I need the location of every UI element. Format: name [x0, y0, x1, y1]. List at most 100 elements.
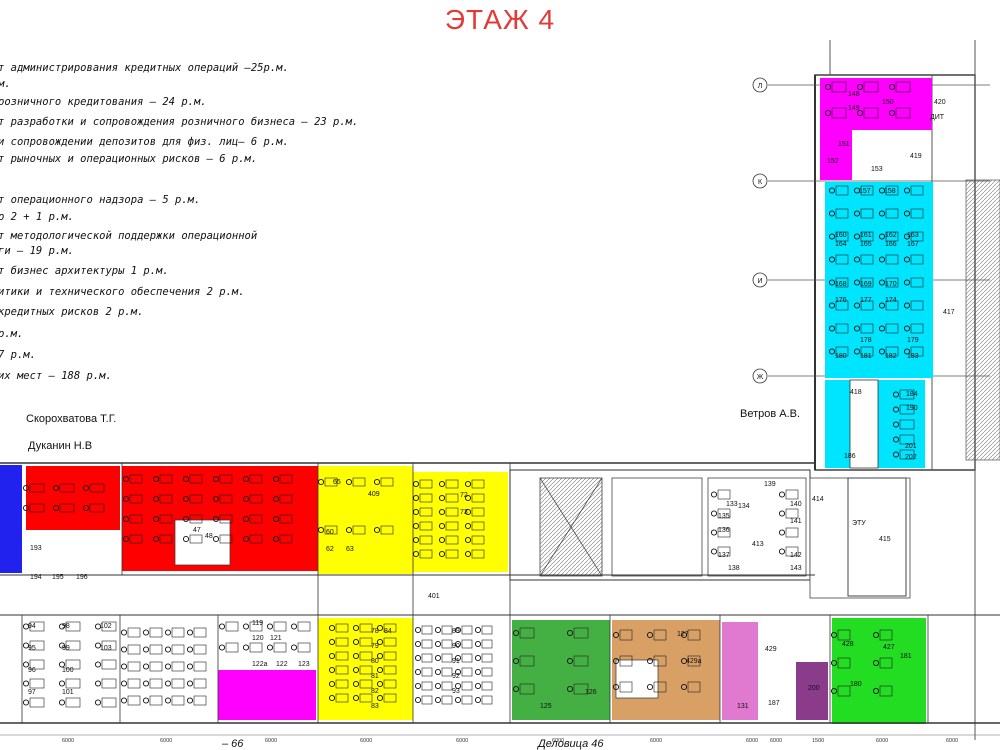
room-429a — [662, 620, 720, 720]
chair — [120, 697, 128, 704]
chair — [352, 666, 360, 674]
desk — [249, 474, 263, 484]
chair — [120, 629, 128, 636]
chair — [142, 663, 150, 670]
desk — [910, 231, 924, 242]
chair — [464, 522, 472, 530]
desk — [899, 404, 915, 415]
desk-label: 103 — [100, 645, 112, 652]
desk-label: 161 — [860, 232, 872, 239]
chair — [58, 623, 66, 630]
desk — [879, 629, 893, 641]
chair — [903, 256, 911, 263]
chair — [512, 685, 520, 693]
chair — [94, 623, 102, 630]
desk-label: 131 — [737, 703, 749, 710]
chair — [872, 659, 880, 667]
stair-shaft — [965, 179, 1000, 461]
chair — [474, 654, 482, 662]
desk — [619, 655, 633, 667]
room-yellow-south — [318, 618, 413, 720]
desk — [219, 534, 233, 544]
desk — [895, 81, 911, 93]
desk-label: 167 — [907, 241, 919, 248]
desk — [519, 655, 535, 667]
desk — [59, 483, 75, 493]
chair — [22, 623, 30, 630]
desk — [149, 644, 163, 655]
desk-label: 178 — [860, 337, 872, 344]
desk — [653, 629, 667, 641]
desk — [279, 494, 293, 504]
chair — [830, 659, 838, 667]
desk — [149, 661, 163, 672]
chair — [52, 504, 60, 512]
desk-label: 102 — [100, 623, 112, 630]
chair — [828, 348, 836, 355]
desk-label: 148 — [848, 91, 860, 98]
chair — [414, 696, 422, 704]
chair — [242, 495, 250, 503]
chair — [438, 522, 446, 530]
chair — [878, 256, 886, 263]
east-offices: 420 ДИТ 419 417 418 — [820, 78, 955, 469]
chair — [710, 510, 718, 517]
desk — [249, 621, 263, 632]
chair — [903, 187, 911, 194]
room-magenta-small — [820, 128, 852, 180]
chair — [434, 682, 442, 690]
east-wing — [814, 40, 1000, 740]
room-label-417: 417 — [943, 309, 955, 316]
chair — [317, 478, 325, 486]
chair — [646, 657, 654, 665]
desk-label: 164 — [835, 241, 847, 248]
desk-label: 121 — [270, 635, 282, 642]
chair — [290, 623, 298, 630]
chair — [412, 536, 420, 544]
room-label-418: 418 — [850, 389, 862, 396]
desk — [885, 300, 899, 311]
chair — [120, 680, 128, 687]
chair — [164, 680, 172, 687]
desk — [225, 621, 239, 632]
desk — [189, 494, 203, 504]
desk-label: 79 — [371, 643, 379, 650]
chair — [892, 436, 900, 443]
desk — [419, 493, 433, 503]
room-red-small — [26, 466, 120, 530]
desk — [273, 621, 287, 632]
desk-label: 47 — [193, 527, 201, 534]
desk-label: 182 — [885, 353, 897, 360]
desk — [65, 659, 81, 670]
room-magenta-south — [218, 670, 316, 720]
chair — [186, 680, 194, 687]
chair — [892, 406, 900, 413]
chair — [164, 646, 172, 653]
chair — [566, 657, 574, 665]
desk — [171, 644, 185, 655]
desk — [383, 665, 397, 675]
dim-label: 6000 — [876, 738, 888, 744]
desk — [441, 667, 453, 677]
desk — [835, 323, 849, 334]
desk — [421, 625, 433, 635]
desk — [419, 549, 433, 559]
room-label-413: 413 — [752, 541, 764, 548]
desk-label: 142 — [790, 552, 802, 559]
desk — [860, 185, 874, 196]
dim-label: 6000 — [160, 738, 172, 744]
desk — [273, 642, 287, 653]
chair — [892, 391, 900, 398]
chair — [612, 631, 620, 639]
chair — [464, 494, 472, 502]
desk — [860, 231, 874, 242]
person-label-skorokhvatova: Скорохватова Т.Г. — [26, 413, 117, 425]
desk — [573, 655, 589, 667]
chair — [778, 529, 786, 536]
desk — [910, 346, 924, 357]
chair — [710, 491, 718, 498]
desk — [519, 627, 535, 639]
desk — [899, 449, 915, 460]
chair — [646, 631, 654, 639]
chair — [830, 631, 838, 639]
